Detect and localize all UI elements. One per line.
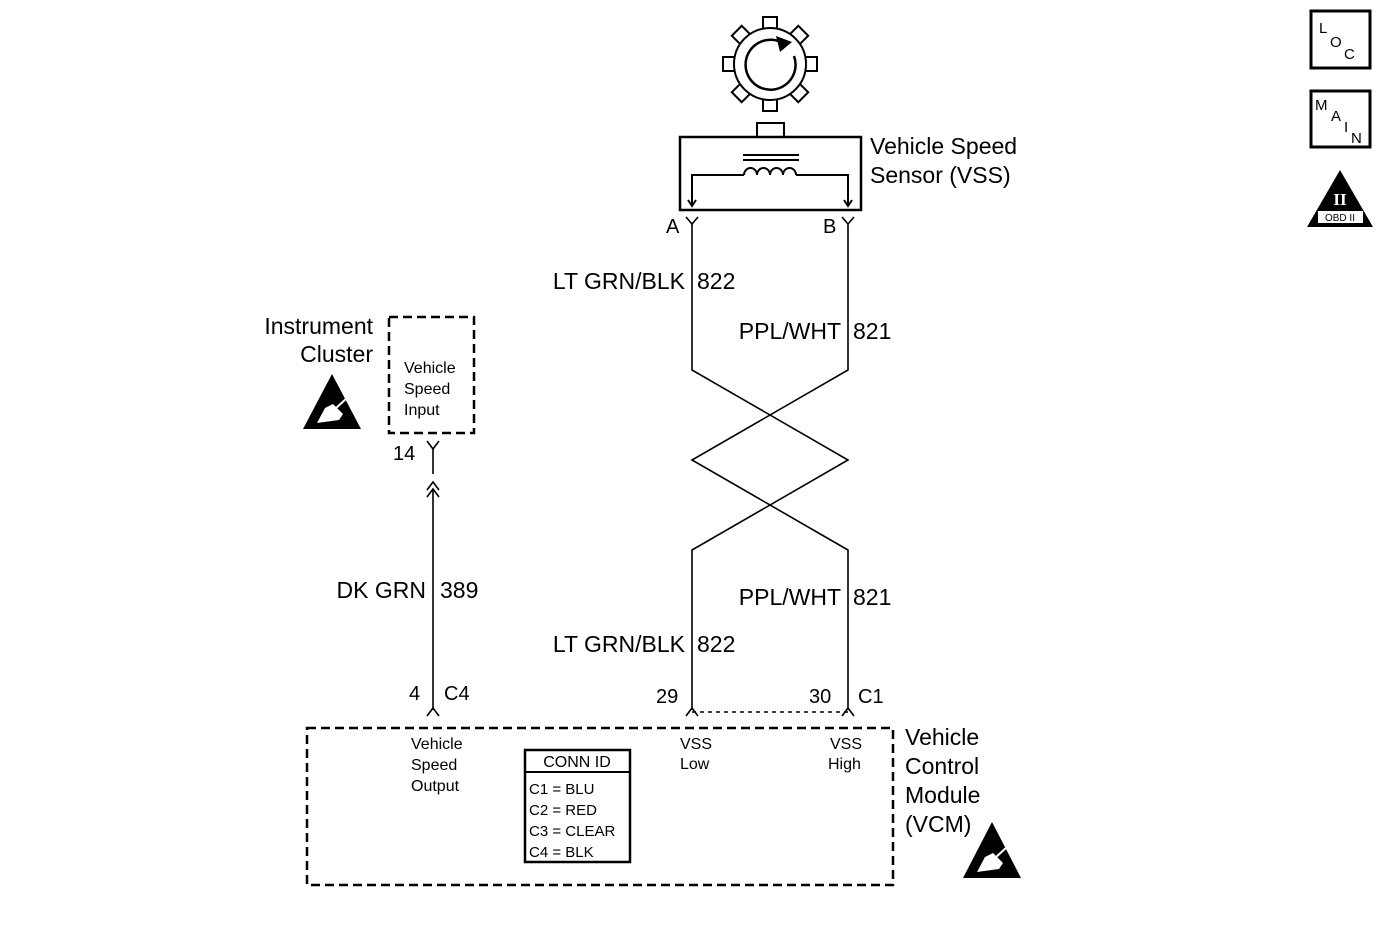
cluster-input-line3: Input <box>404 402 440 419</box>
main-letter-a: A <box>1331 108 1341 125</box>
wire-822-top-circuit: 822 <box>697 268 735 294</box>
cluster-input-line2: Speed <box>404 381 450 398</box>
instrument-cluster-box <box>387 315 476 435</box>
wire-822-bottom-color: LT GRN/BLK <box>553 631 686 657</box>
vcm-vss-high-line2: High <box>828 756 861 773</box>
vss-pin-b: B <box>823 216 836 238</box>
conn-id-header: CONN ID <box>543 754 611 771</box>
vcm-name-line3: Module <box>905 782 980 808</box>
vcm-output-line2: Speed <box>411 757 457 774</box>
esd-warning-icon <box>303 374 361 429</box>
obd-ii-button[interactable]: II OBD II <box>1307 170 1373 227</box>
esd-warning-icon <box>963 822 1021 878</box>
loc-button[interactable]: L O C <box>1309 9 1372 70</box>
vcm-vss-low-line2: Low <box>680 756 710 773</box>
vcm-vss-high-line1: VSS <box>830 736 862 753</box>
main-letter-m: M <box>1315 97 1328 114</box>
reluctor-wheel-icon <box>722 16 818 112</box>
vss-name-line2: Sensor (VSS) <box>870 162 1011 188</box>
obd-numeral: II <box>1333 190 1347 209</box>
main-letter-n: N <box>1351 130 1362 147</box>
vcm-pin-4: 4 <box>409 683 420 705</box>
wire-821-bottom-circuit: 821 <box>853 584 891 610</box>
twisted-pair-wires <box>685 216 855 717</box>
vcm-name-line1: Vehicle <box>905 724 979 750</box>
wire-822-top-color: LT GRN/BLK <box>553 268 686 294</box>
vcm-pin-30: 30 <box>809 686 831 708</box>
coil-icon <box>687 154 853 208</box>
conn-id-row-c1: C1 = BLU <box>529 781 594 798</box>
vcm-box <box>305 726 895 887</box>
conn-id-table: CONN ID C1 = BLU C2 = RED C3 = CLEAR C4 … <box>523 748 632 864</box>
vcm-vss-low-line1: VSS <box>680 736 712 753</box>
vcm-conn-c4: C4 <box>444 683 470 705</box>
cluster-name-line1: Instrument <box>264 313 373 339</box>
vcm-output-line1: Vehicle <box>411 736 463 753</box>
vss-sensor <box>678 122 863 212</box>
cluster-pin-14: 14 <box>393 443 415 465</box>
vcm-pin-29: 29 <box>656 686 678 708</box>
main-button[interactable]: M A I N <box>1309 89 1372 149</box>
main-letter-i: I <box>1344 119 1348 136</box>
wire-389-circuit: 389 <box>440 577 478 603</box>
vss-name-line1: Vehicle Speed <box>870 133 1017 159</box>
obd-label: OBD II <box>1325 213 1355 224</box>
vcm-name-line2: Control <box>905 753 979 779</box>
cluster-name-line2: Cluster <box>300 341 373 367</box>
conn-id-row-c3: C3 = CLEAR <box>529 823 615 840</box>
wire-821-bottom-color: PPL/WHT <box>739 584 841 610</box>
loc-letter-l: L <box>1319 20 1327 37</box>
wire-389 <box>426 440 440 717</box>
wire-821-top-color: PPL/WHT <box>739 318 841 344</box>
wire-821-top-circuit: 821 <box>853 318 891 344</box>
conn-id-row-c4: C4 = BLK <box>529 844 594 861</box>
vcm-output-line3: Output <box>411 778 460 795</box>
vcm-name-line4: (VCM) <box>905 811 971 837</box>
cluster-input-line1: Vehicle <box>404 360 456 377</box>
conn-id-row-c2: C2 = RED <box>529 802 597 819</box>
vcm-conn-c1: C1 <box>858 686 884 708</box>
wire-822-bottom-circuit: 822 <box>697 631 735 657</box>
loc-letter-c: C <box>1344 46 1355 63</box>
wire-389-color: DK GRN <box>337 577 426 603</box>
loc-letter-o: O <box>1330 34 1342 51</box>
vss-pin-a: A <box>666 216 680 238</box>
